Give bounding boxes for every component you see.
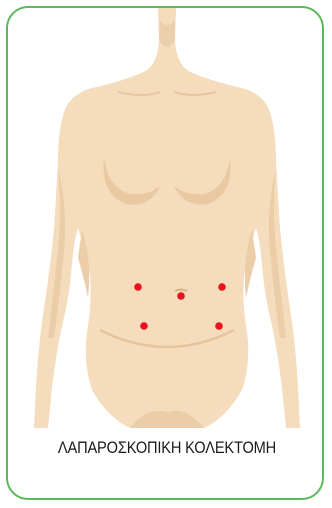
incision-point-right-upper	[218, 283, 226, 291]
torso-silhouette	[34, 8, 300, 428]
incision-point-left-upper	[134, 283, 142, 291]
procedure-caption: ΛΑΠΑΡΟΣΚΟΠΙΚΗ ΚΟΛΕΚΤΟΜΗ	[30, 438, 303, 458]
figure-card: ΛΑΠΑΡΟΣΚΟΠΙΚΗ ΚΟΛΕΚΤΟΜΗ	[6, 6, 324, 500]
incision-point-left-lower	[140, 322, 148, 330]
incision-point-right-lower	[215, 322, 223, 330]
torso-illustration	[8, 8, 324, 500]
incision-point-navel	[177, 292, 185, 300]
